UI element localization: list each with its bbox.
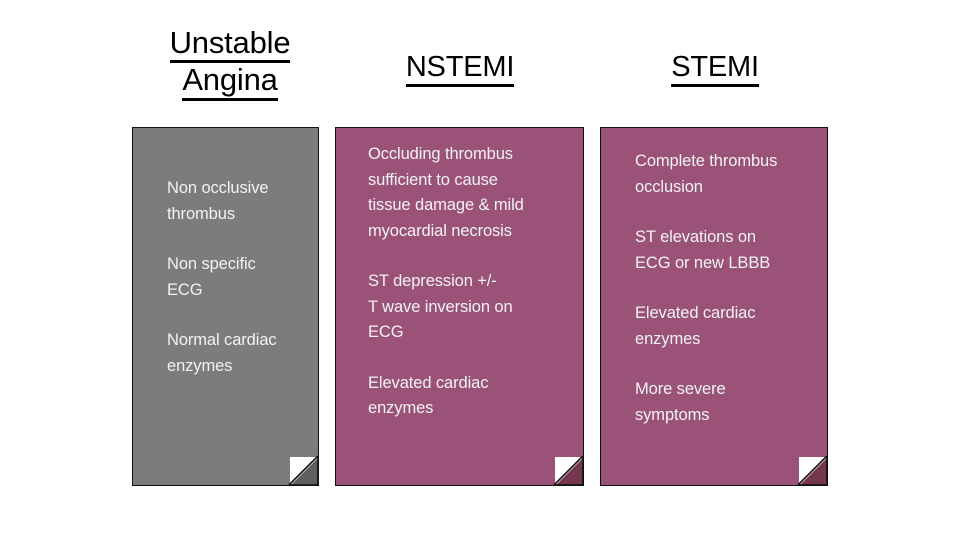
heading-line: STEMI bbox=[671, 51, 759, 88]
heading-line: Unstable bbox=[169, 26, 291, 64]
panel-text-block: ST depression +/- T wave inversion on EC… bbox=[368, 272, 513, 341]
panel-text-block: Elevated cardiac enzymes bbox=[368, 373, 489, 418]
panel-text-block: Non specific ECG bbox=[167, 255, 256, 299]
column-heading-nstemi: NSTEMI bbox=[335, 51, 585, 88]
page-curl-fold-icon bbox=[555, 457, 583, 485]
panel-body: Complete thrombus occlusion ST elevation… bbox=[635, 149, 811, 428]
heading-line: Angina bbox=[182, 63, 278, 101]
page-curl-fold-icon bbox=[290, 457, 318, 485]
content-panel-unstable-angina: Non occlusive thrombus Non specific ECG … bbox=[132, 127, 319, 486]
panel-text-block: Complete thrombus occlusion bbox=[635, 152, 778, 196]
column-heading-unstable-angina: Unstable Angina bbox=[125, 26, 335, 101]
panel-body: Non occlusive thrombus Non specific ECG … bbox=[167, 176, 302, 379]
panel-body: Occluding thrombus sufficient to cause t… bbox=[368, 142, 567, 422]
panel-text-block: Non occlusive thrombus bbox=[167, 179, 269, 223]
panel-text-block: Occluding thrombus sufficient to cause t… bbox=[368, 145, 524, 240]
panel-text-block: Normal cardiac enzymes bbox=[167, 331, 277, 375]
heading-line: NSTEMI bbox=[405, 51, 514, 88]
column-heading-stemi: STEMI bbox=[600, 51, 830, 88]
page-curl-fold-icon bbox=[799, 457, 827, 485]
content-panel-nstemi: Occluding thrombus sufficient to cause t… bbox=[335, 127, 584, 486]
panel-text-block: ST elevations on ECG or new LBBB bbox=[635, 228, 771, 272]
panel-text-block: Elevated cardiac enzymes bbox=[635, 304, 756, 348]
panel-text-block: More severe symptoms bbox=[635, 380, 726, 424]
content-panel-stemi: Complete thrombus occlusion ST elevation… bbox=[600, 127, 828, 486]
